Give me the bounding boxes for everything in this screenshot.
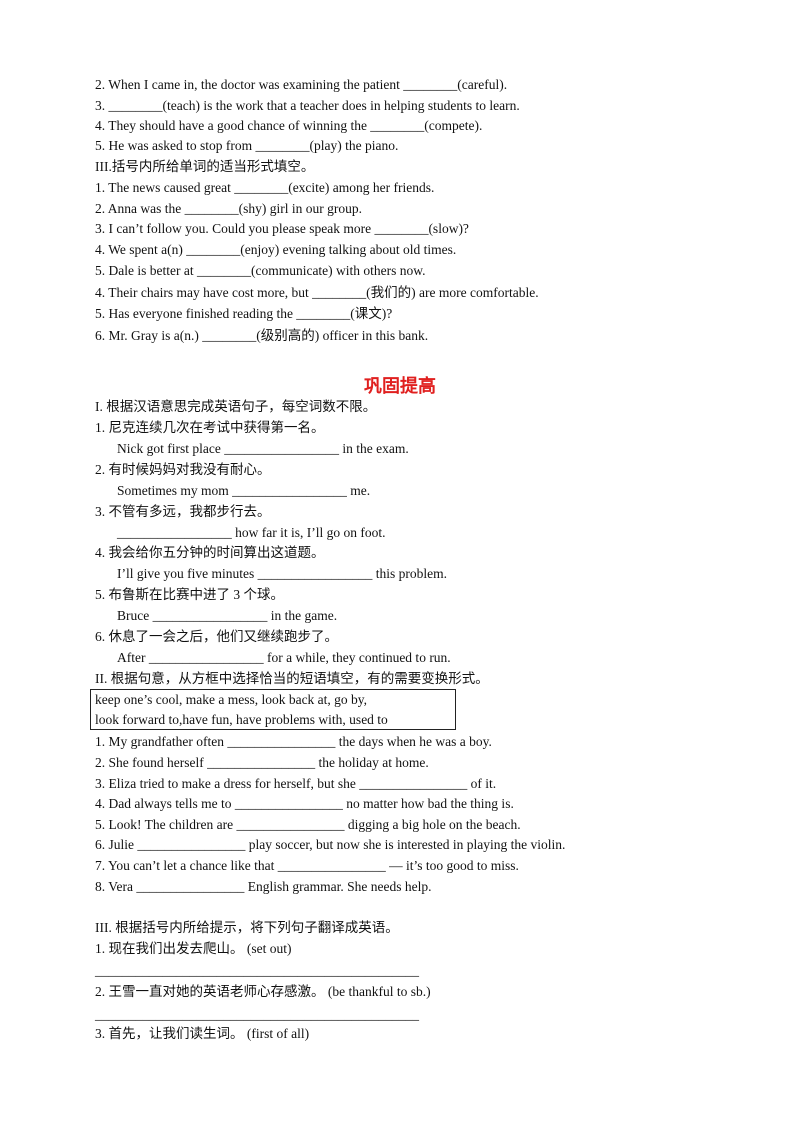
english-sentence: Sometimes my mom _________________ me. <box>117 483 371 498</box>
exercise-line: 3. I can’t follow you. Could you please … <box>95 221 469 236</box>
exercise-line: 6. Julie ________________ play soccer, b… <box>95 837 566 852</box>
chinese-prompt: 2. 王雪一直对她的英语老师心存感激。 (be thankful to sb.) <box>95 984 431 999</box>
phrase-box <box>90 689 456 730</box>
chinese-prompt: 5. 布鲁斯在比赛中进了 3 个球。 <box>95 587 284 602</box>
exercise-line: 4. Dad always tells me to ______________… <box>95 796 514 811</box>
chinese-prompt: 6. 休息了一会之后，他们又继续跑步了。 <box>95 629 338 644</box>
english-sentence: I’ll give you five minutes _____________… <box>117 566 447 581</box>
exercise-line: 2. When I came in, the doctor was examin… <box>95 77 508 92</box>
section-heading: 巩固提高 <box>364 376 436 396</box>
english-sentence: _________________ how far it is, I’ll go… <box>117 525 386 540</box>
phrase-list: keep one’s cool, make a mess, look back … <box>95 692 368 707</box>
exercise-line: 5. He was asked to stop from ________(pl… <box>95 138 399 153</box>
chinese-prompt: 3. 首先，让我们读生词。 (first of all) <box>95 1026 310 1041</box>
chinese-prompt: 3. 不管有多远，我都步行去。 <box>95 504 271 519</box>
answer-line: ________________________________________… <box>95 963 419 978</box>
exercise-line: 3. Eliza tried to make a dress for herse… <box>95 776 497 791</box>
exercise-line: 7. You can’t let a chance like that ____… <box>95 858 519 873</box>
exercise-line: 5. Look! The children are ______________… <box>95 817 521 832</box>
exercise-line: 1. My grandfather often ________________… <box>95 734 492 749</box>
chinese-prompt: 4. 我会给你五分钟的时间算出这道题。 <box>95 545 325 560</box>
exercise-line: 4. They should have a good chance of win… <box>95 118 483 133</box>
exercise-line: 5. Has everyone finished reading the ___… <box>95 306 393 321</box>
english-sentence: After _________________ for a while, the… <box>117 650 451 665</box>
exercise-line: 5. Dale is better at ________(communicat… <box>95 263 426 278</box>
section-title: II. 根据句意，从方框中选择恰当的短语填空，有的需要变换形式。 <box>95 671 489 686</box>
exercise-line: 3. ________(teach) is the work that a te… <box>95 98 520 113</box>
exercise-line: 4. We spent a(n) ________(enjoy) evening… <box>95 242 457 257</box>
english-sentence: Nick got first place _________________ i… <box>117 441 409 456</box>
chinese-prompt: 1. 尼克连续几次在考试中获得第一名。 <box>95 420 325 435</box>
english-sentence: Bruce _________________ in the game. <box>117 608 338 623</box>
exercise-line: 2. She found herself ________________ th… <box>95 755 429 770</box>
phrase-list: look forward to,have fun, have problems … <box>95 712 388 727</box>
exercise-line: 6. Mr. Gray is a(n.) ________(级别高的) offi… <box>95 328 429 343</box>
section-title: III.括号内所给单词的适当形式填空。 <box>95 159 315 174</box>
exercise-line: 1. The news caused great ________(excite… <box>95 180 435 195</box>
exercise-line: 4. Their chairs may have cost more, but … <box>95 285 539 300</box>
exercise-line: 8. Vera ________________ English grammar… <box>95 879 432 894</box>
section-title: I. 根据汉语意思完成英语句子，每空词数不限。 <box>95 399 377 414</box>
chinese-prompt: 1. 现在我们出发去爬山。 (set out) <box>95 941 292 956</box>
chinese-prompt: 2. 有时候妈妈对我没有耐心。 <box>95 462 271 477</box>
exercise-line: 2. Anna was the ________(shy) girl in ou… <box>95 201 362 216</box>
answer-line: ________________________________________… <box>95 1007 419 1022</box>
section-title: III. 根据括号内所给提示，将下列句子翻译成英语。 <box>95 920 399 935</box>
